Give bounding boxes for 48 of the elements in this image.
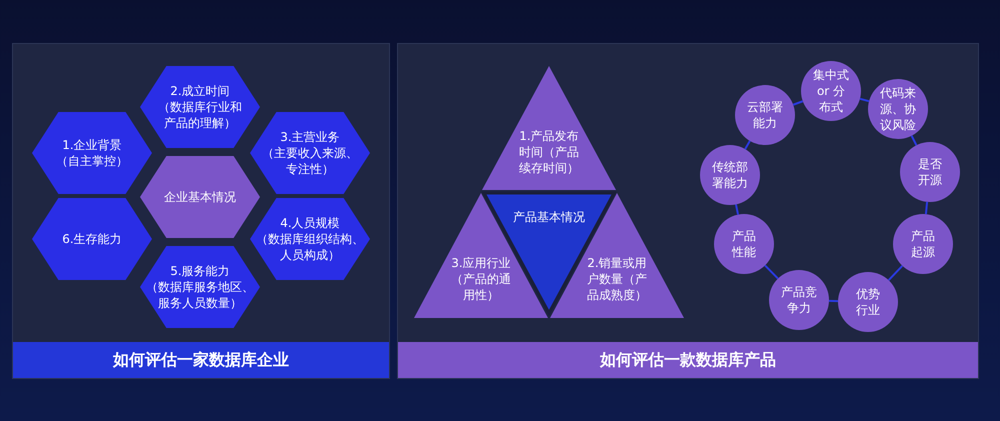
connector-line xyxy=(924,202,928,214)
node-label: 是否开源 xyxy=(917,156,943,188)
node-label: 3.应用行业（产品的通用性） xyxy=(450,255,512,303)
connector-line xyxy=(860,98,870,102)
connector-line xyxy=(792,100,804,106)
hexagon-box xyxy=(32,198,152,280)
hexagon-box xyxy=(140,66,260,148)
hexagon-box xyxy=(32,112,152,194)
node-description: （数据库服务地区、服务人员数量） xyxy=(145,279,255,311)
node-label: 6.生存能力 xyxy=(61,231,123,247)
node-label: 传统部署能力 xyxy=(711,159,749,191)
node-label: 产品基本情况 xyxy=(512,209,586,225)
node-label: 5.服务能力 xyxy=(169,263,231,279)
title-band: 如何评估一款数据库产品 xyxy=(398,342,978,378)
node-label: 2.成立时间 xyxy=(169,83,231,99)
node-label: 企业基本情况 xyxy=(163,189,237,205)
node-label: 产品竞争力 xyxy=(780,284,818,316)
node-label: 2.销量或用户数量（产品成熟度） xyxy=(586,255,648,303)
node-label: 产品起源 xyxy=(910,228,936,260)
triangle-box xyxy=(550,193,684,318)
node-label: 云部署能力 xyxy=(746,99,784,131)
title-band: 如何评估一家数据库企业 xyxy=(13,342,389,378)
node-description: （主要收入来源、专注性） xyxy=(261,145,359,177)
connector-line xyxy=(764,264,779,280)
node-description: （数据库组织结构、人员构成） xyxy=(255,231,365,263)
node-label: 产品性能 xyxy=(730,228,757,260)
hexagon-box xyxy=(250,112,370,194)
node-description: （自主掌控） xyxy=(55,153,129,169)
node-label: 优势行业 xyxy=(855,286,881,318)
hexagon-box xyxy=(140,156,260,238)
triangle-box xyxy=(414,193,548,318)
connector-line xyxy=(910,135,918,146)
connector-line xyxy=(828,300,838,302)
node-label: 4.人员规模 xyxy=(279,215,341,231)
node-label: 1.产品发布时间（产品续存时间） xyxy=(518,128,580,176)
hexagon-box xyxy=(140,246,260,328)
connector-line xyxy=(734,204,740,215)
node-label: 代码来源、协议风险 xyxy=(879,85,917,133)
node-label: 3.主营业务 xyxy=(279,129,341,145)
panel-background xyxy=(13,44,389,378)
panel-background xyxy=(398,44,978,378)
node-description: （数据库行业和产品的理解） xyxy=(157,99,243,131)
connector-line xyxy=(888,265,904,281)
connector-line xyxy=(744,140,751,150)
triangle-box xyxy=(482,66,616,190)
node-label: 集中式 or 分布式 xyxy=(812,67,850,115)
hexagon-box xyxy=(250,198,370,280)
node-label: 1.企业背景 xyxy=(61,137,123,153)
